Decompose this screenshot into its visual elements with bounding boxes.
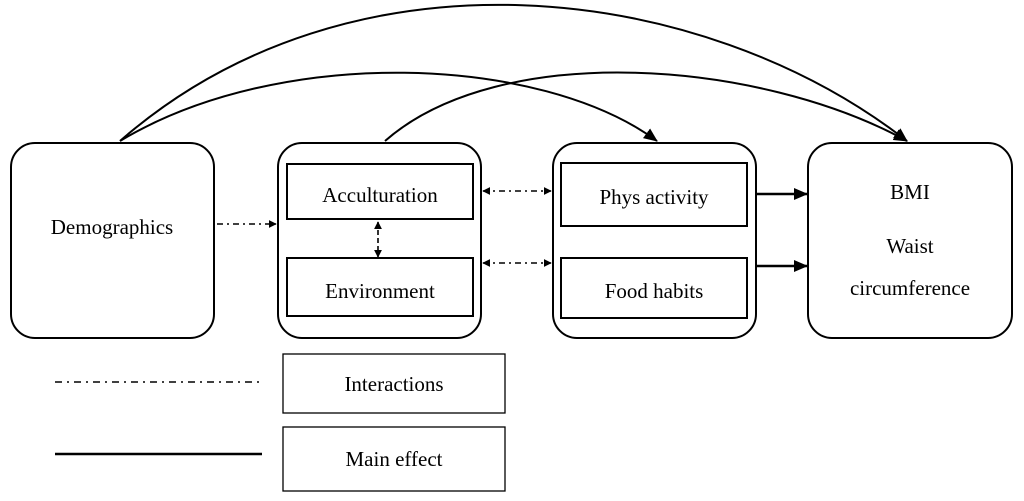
legend-main-effect-box: Main effect bbox=[282, 426, 506, 492]
psychosocial-group-box: Acculturation Environment bbox=[277, 142, 482, 339]
phys-activity-box: Phys activity bbox=[560, 162, 748, 227]
circumference-label: circumference bbox=[850, 276, 970, 300]
food-habits-box: Food habits bbox=[560, 257, 748, 319]
arc-demographics-to-behaviors bbox=[119, 71, 658, 142]
legend-interactions-box: Interactions bbox=[282, 353, 506, 414]
environment-label: Environment bbox=[325, 279, 435, 303]
outcomes-box: BMI Waist circumference bbox=[807, 142, 1013, 339]
legend: Interactions Main effect bbox=[55, 353, 506, 492]
phys-activity-label: Phys activity bbox=[599, 185, 709, 209]
environment-box: Environment bbox=[286, 257, 474, 317]
arc-demographics-to-outcomes bbox=[119, 3, 908, 142]
acculturation-label: Acculturation bbox=[322, 183, 438, 207]
bmi-label: BMI bbox=[890, 180, 930, 204]
behaviors-group-box: Phys activity Food habits bbox=[552, 142, 757, 339]
food-habits-label: Food habits bbox=[605, 279, 704, 303]
demographics-box: Demographics bbox=[10, 142, 215, 339]
demographics-label: Demographics bbox=[51, 215, 173, 239]
acculturation-box: Acculturation bbox=[286, 163, 474, 220]
legend-main-effect-label: Main effect bbox=[346, 447, 443, 471]
waist-label: Waist bbox=[886, 234, 933, 258]
legend-interactions-label: Interactions bbox=[344, 372, 443, 396]
arc-psychosocial-to-outcomes bbox=[384, 71, 908, 142]
